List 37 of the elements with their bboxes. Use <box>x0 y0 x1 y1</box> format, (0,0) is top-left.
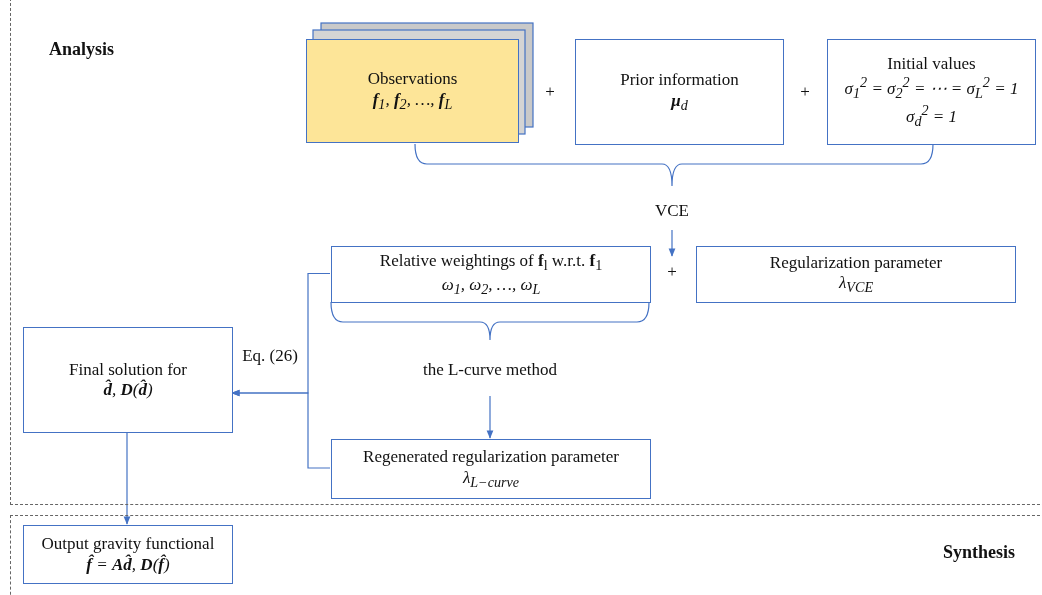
box-title: Final solution for <box>68 359 188 379</box>
section-panel <box>10 0 1042 505</box>
process-box <box>827 39 1036 145</box>
box-title: Initial values <box>887 53 976 75</box>
arrow <box>231 389 331 469</box>
section-panel <box>10 515 1042 595</box>
process-box <box>23 525 233 584</box>
box-title: Prior information <box>620 70 739 91</box>
box-title: Output gravity functional <box>41 534 215 554</box>
formula: λ$_{L−curve}$ <box>462 467 520 491</box>
process-box <box>331 439 651 499</box>
box-title: Regularization parameter <box>769 252 943 273</box>
edge-label: Eq. (26) <box>240 346 300 366</box>
plus-sign: + <box>545 82 555 102</box>
process-box <box>306 39 519 143</box>
formula: σ$_{d}$$^{2}$ = 1 <box>906 102 957 131</box>
process-box <box>23 327 233 433</box>
formula: μ$_{d}$ <box>671 90 688 114</box>
process-box <box>331 246 651 303</box>
formula: σ$_{1}$$^{2}$ = σ$_{2}$$^{2}$ = ⋯ = σ$_{L}$$^{2}$ = 1 <box>844 74 1019 103</box>
method-label: VCE <box>655 201 689 221</box>
plus-sign: + <box>800 82 810 102</box>
process-box <box>575 39 784 145</box>
formula: f$_{1}$, f$_{2}$, …, f$_{L}$ <box>372 89 453 113</box>
section-title: Analysis <box>49 39 115 60</box>
arrow <box>486 395 494 439</box>
formula: f̂ = Ad̂, D(f̂) <box>86 554 170 575</box>
formula: λ$_{VCE}$ <box>838 273 874 297</box>
formula: ω$_{1}$, ω$_{2}$, …, ω$_{L}$ <box>441 274 541 298</box>
plus-sign: + <box>667 262 677 282</box>
formula: d̂, D(d̂) <box>103 380 153 401</box>
process-box <box>696 246 1016 303</box>
box-title: Relative weightings of f$_{l}$ w.r.t. f$_{1}$ <box>379 251 603 275</box>
section-title: Synthesis <box>943 542 1016 563</box>
box-title: Regenerated regularization parameter <box>363 447 619 468</box>
arrow <box>123 431 131 525</box>
box-title: Observations <box>367 69 458 90</box>
